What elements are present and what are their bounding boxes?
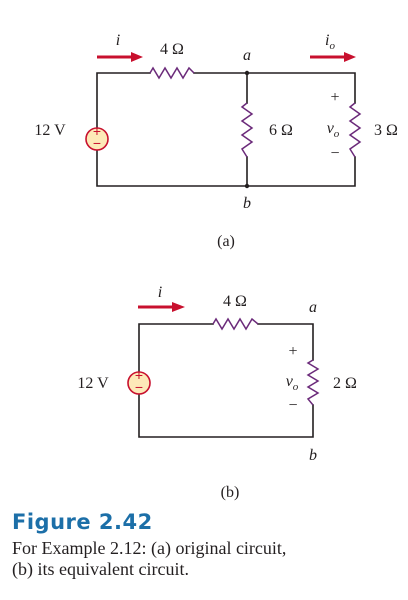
circuit-a: + − i 4 Ω a 6 Ω 12 V io + vo − 3 Ω b (a) — [34, 32, 398, 250]
wire-bottom-b — [138, 393, 314, 438]
caption-line-1: For Example 2.12: (a) original circuit, — [12, 538, 287, 558]
current-arrowhead-io-a — [344, 52, 356, 62]
node-label-b-a: b — [243, 195, 251, 212]
current-arrowhead-i-a — [131, 52, 143, 62]
resistor-6ohm-a — [240, 102, 254, 158]
voltage-label-vo-b: vo — [286, 373, 299, 393]
current-label-io-a: io — [325, 32, 335, 52]
node-label-a-b: a — [309, 299, 317, 316]
source-minus-b: − — [135, 379, 143, 395]
circuit-b: + − i 4 Ω a 12 V + vo − 2 Ω b (b) — [77, 284, 357, 501]
wire-top-left-b — [138, 323, 214, 374]
node-a-dot-a — [244, 70, 250, 76]
voltage-source-b — [127, 371, 151, 395]
source-plus-a: + — [93, 123, 101, 139]
resistor-label-2ohm-b: 2 Ω — [333, 375, 357, 392]
source-minus-a: − — [93, 135, 101, 151]
resistor-4ohm-a — [149, 66, 195, 80]
current-arrowhead-i-b — [172, 302, 185, 312]
voltage-source-a — [85, 127, 109, 151]
source-plus-b: + — [135, 367, 143, 383]
voltage-minus-a: − — [330, 145, 339, 162]
current-label-i-a: i — [116, 32, 120, 49]
node-label-a-a: a — [243, 47, 251, 64]
resistor-2ohm-b — [306, 359, 320, 406]
voltage-label-vo-a: vo — [327, 120, 340, 140]
current-label-i-b: i — [158, 284, 162, 301]
node-label-b-b: b — [309, 447, 317, 464]
node-b-dot-a — [244, 183, 250, 189]
figure-title: Figure 2.42 — [12, 510, 153, 534]
resistor-3ohm-a — [348, 102, 362, 158]
source-label-a: 12 V — [34, 122, 66, 139]
resistor-label-4ohm-a: 4 Ω — [160, 41, 184, 58]
source-label-b: 12 V — [77, 375, 109, 392]
voltage-minus-b: − — [288, 397, 297, 414]
sublabel-b: (b) — [221, 484, 240, 501]
resistor-label-4ohm-b: 4 Ω — [223, 293, 247, 310]
resistor-label-3ohm-a: 3 Ω — [374, 122, 398, 139]
voltage-plus-b: + — [288, 343, 297, 360]
wire-top-left-a — [96, 72, 151, 129]
voltage-plus-a: + — [330, 89, 339, 106]
wire-load-bottom-a — [96, 149, 356, 187]
figure-caption: For Example 2.12: (a) original circuit, … — [12, 538, 402, 580]
resistor-label-6ohm-a: 6 Ω — [269, 122, 293, 139]
resistor-4ohm-b — [212, 317, 259, 331]
wire-top-right-b — [257, 323, 314, 361]
sublabel-a: (a) — [217, 233, 235, 250]
caption-line-2: (b) its equivalent circuit. — [12, 559, 189, 579]
